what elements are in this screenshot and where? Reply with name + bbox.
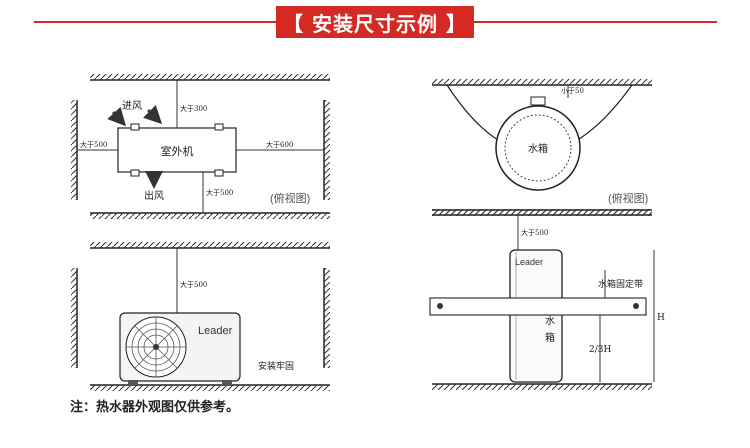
strap-label: 水箱固定带 [598, 278, 643, 290]
unit-foot [130, 123, 140, 131]
clearance-label: 大于500 [180, 280, 207, 289]
floor-wall [90, 212, 330, 219]
clearance-bottom-label: 大于500 [206, 188, 233, 197]
tank-fixing-strap [429, 297, 647, 316]
header-rule-right [474, 21, 717, 23]
panel-outdoor-top-view: 室外机 大于300 大于500 大于600 大于500 进风 出风 (俯视图) [71, 74, 330, 219]
outlet-label: 出风 [144, 189, 164, 202]
header-rule-left [34, 21, 276, 23]
inlet-label: 进风 [122, 100, 142, 112]
tank-label-line2: 箱 [545, 331, 555, 344]
footnote: 注：热水器外观图仅供参考。 [70, 400, 240, 415]
left-wall [71, 100, 78, 200]
secure-install-label: 安装牢固 [258, 360, 294, 372]
panel-tank-top-view: 水箱 小于50 (俯视图) [432, 79, 652, 216]
unit-foot [130, 169, 140, 177]
view-label: (俯视图) [608, 191, 648, 205]
clearance-top-label: 大于300 [180, 104, 207, 113]
floor-wall [90, 384, 330, 391]
brand-logo: Leader [515, 257, 543, 267]
unit-foot [128, 380, 138, 385]
tank-inner [504, 114, 572, 182]
unit-foot [214, 123, 224, 131]
left-wall [71, 268, 78, 368]
right-wall [323, 100, 330, 200]
tank-tab [530, 96, 546, 106]
right-wall [323, 268, 330, 368]
tank-label-line1: 水 [545, 315, 555, 327]
panel-outdoor-front: 大于500 Leader 安装牢固 [71, 242, 330, 391]
clearance-right-label: 大于600 [266, 140, 293, 149]
dimension-label-2-3h: 2/3H [589, 345, 611, 355]
unit-foot [214, 169, 224, 177]
floor-wall [432, 383, 652, 390]
clearance-left-label: 大于500 [80, 140, 107, 149]
brand-logo: Leader [198, 325, 233, 337]
clearance-label: 大于500 [521, 228, 548, 237]
unit-foot [222, 380, 232, 385]
view-label: (俯视图) [270, 191, 310, 205]
tank-label: 水箱 [528, 142, 548, 155]
inlet-arrow [143, 105, 163, 125]
dimension-label-h: H [657, 313, 665, 323]
tank-body [509, 249, 563, 383]
ceiling-wall [90, 74, 330, 81]
ceiling-wall [432, 209, 652, 216]
ceiling-wall [90, 242, 330, 249]
clearance-label: 小于50 [561, 86, 584, 95]
section-title: 【 安装尺寸示例 】 [276, 6, 474, 38]
outdoor-unit-label: 室外机 [161, 144, 194, 158]
ceiling-wall [432, 79, 652, 86]
inlet-arrow [107, 106, 127, 127]
panel-tank-front: 大于500 Leader 水 箱 水箱固定带 2/3H H [429, 209, 665, 390]
